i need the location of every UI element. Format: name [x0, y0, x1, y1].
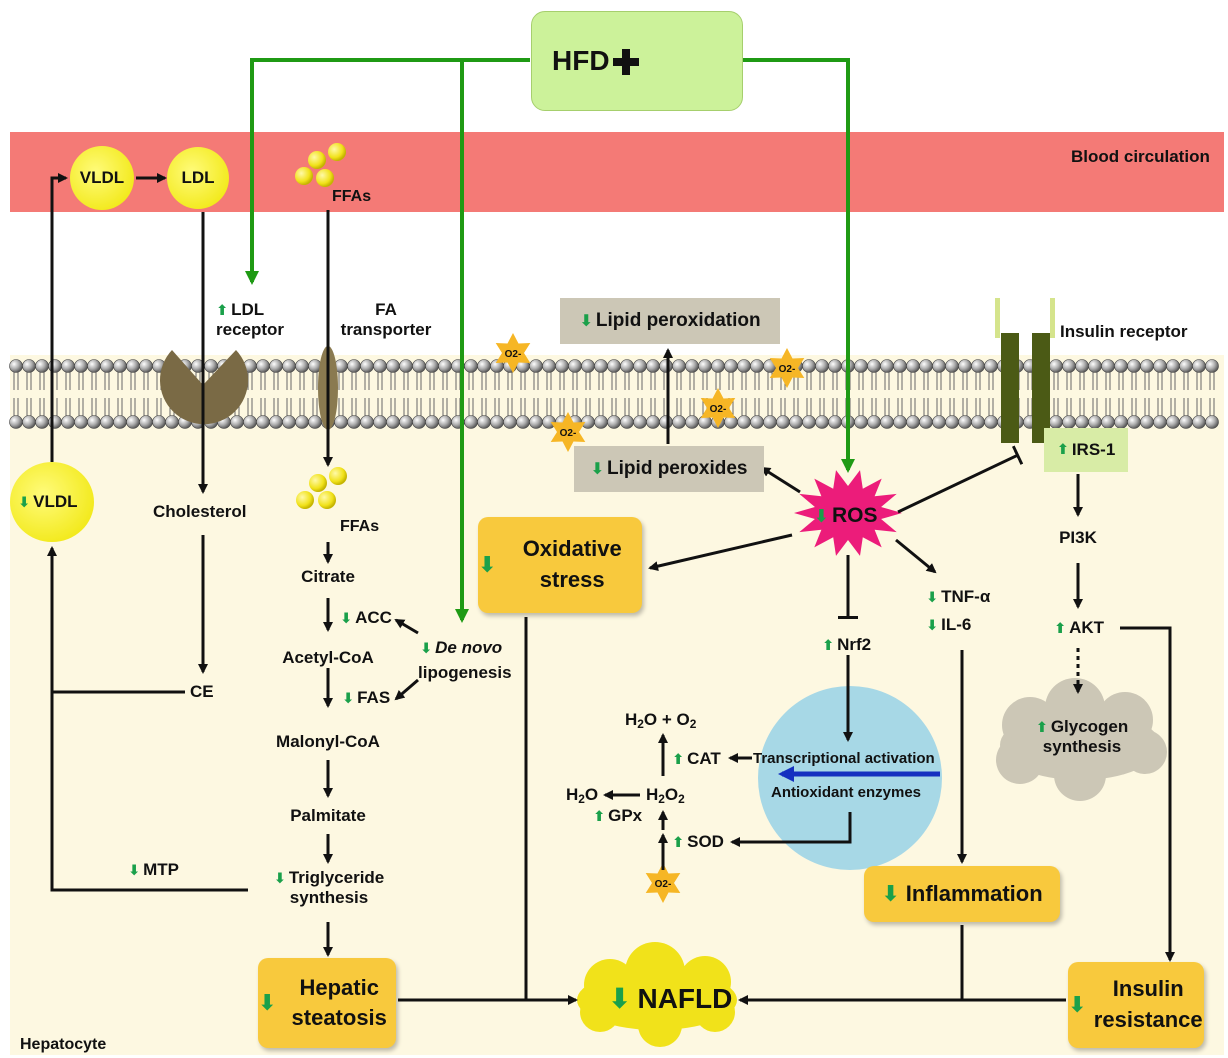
superoxide-label: O2- [655, 879, 672, 890]
il6-label: IL-6 [926, 615, 971, 635]
pi3k-label: PI3K [1059, 528, 1097, 547]
blood-circulation-label: Blood circulation [1071, 147, 1210, 166]
akt-label: AKT [1054, 618, 1104, 638]
insulin-receptor-label: Insulin receptor [1060, 322, 1188, 341]
acc-label: ACC [340, 608, 392, 628]
insulin-receptor-shape [995, 298, 1055, 443]
hfd-label: HFD [552, 45, 610, 76]
ffa-particles-cell [296, 467, 347, 509]
superoxide-label: O2- [560, 428, 577, 439]
nafld-label: NAFLD [608, 983, 732, 1015]
superoxide-star [645, 863, 681, 903]
ldl-receptor-label: LDL receptor [216, 300, 296, 339]
nrf2-label: Nrf2 [822, 635, 871, 655]
gpx-label: GPx [593, 806, 642, 826]
lipogenesis-label: lipogenesis [418, 663, 512, 682]
hfd-arrows [245, 58, 855, 623]
plus-icon [613, 49, 639, 75]
ros-label: ROS [814, 504, 878, 528]
superoxide-label: O2- [779, 364, 796, 375]
lipid-peroxidation-box: Lipid peroxidation [560, 298, 780, 344]
citrate-label: Citrate [301, 567, 355, 586]
superoxide-star [550, 412, 586, 452]
superoxide-label: O2- [505, 349, 522, 360]
fa-transporter-label: FA transporter [340, 300, 432, 339]
fas-label: FAS [342, 688, 390, 708]
de-novo-label: De novo [420, 638, 502, 658]
malonyl-coa-label: Malonyl-CoA [276, 732, 380, 751]
h2o-o2-label: H2O + O2 [625, 710, 697, 731]
acetyl-coa-label: Acetyl-CoA [282, 648, 374, 667]
superoxide-stars: O2- O2- O2- O2- O2- [495, 333, 805, 903]
superoxide-label: O2- [710, 404, 727, 415]
superoxide-star [495, 333, 531, 373]
inflammation-box: Inflammation [864, 866, 1060, 922]
tnf-label: TNF-α [926, 587, 990, 607]
oxidative-stress-box: Oxidative stress [478, 517, 642, 613]
ffas-blood-label: FFAs [332, 188, 372, 205]
ce-label: CE [190, 682, 214, 701]
superoxide-star [700, 388, 736, 428]
hepatic-steatosis-box: Hepatic steatosis [258, 958, 396, 1048]
transcriptional-activation-label: Transcriptional activation [753, 750, 935, 767]
hepatocyte-label: Hepatocyte [20, 1036, 107, 1053]
irs1-box: IRS-1 [1044, 428, 1128, 472]
antioxidant-enzymes-label: Antioxidant enzymes [771, 784, 922, 801]
h2o2-label: H2O2 [646, 785, 685, 806]
vldl-blood-ball [70, 146, 134, 210]
superoxide-star [769, 348, 805, 388]
vldl-cell-label: VLDL [18, 492, 77, 512]
lipid-peroxides-box: Lipid peroxides [574, 446, 764, 492]
mtp-label: MTP [128, 860, 179, 880]
insulin-resistance-box: Insulin resistance [1068, 962, 1204, 1048]
palmitate-label: Palmitate [290, 806, 366, 825]
pathway-arrows [47, 173, 1175, 1005]
glycogen-label: Glycogen synthesis [1020, 717, 1144, 756]
cholesterol-label: Cholesterol [153, 502, 247, 521]
ldl-ball [167, 147, 229, 209]
sod-label: SOD [672, 832, 724, 852]
ldl-blood-label: LDL [181, 168, 215, 187]
h2o-label: H2O [566, 785, 599, 806]
ffa-particles-blood [295, 143, 346, 187]
cat-label: CAT [672, 749, 721, 769]
vldl-blood-label: VLDL [79, 168, 125, 187]
ffas-cell-label: FFAs [340, 518, 380, 535]
triglyceride-label: Triglyceride synthesis [262, 868, 396, 907]
nucleus [758, 686, 942, 870]
